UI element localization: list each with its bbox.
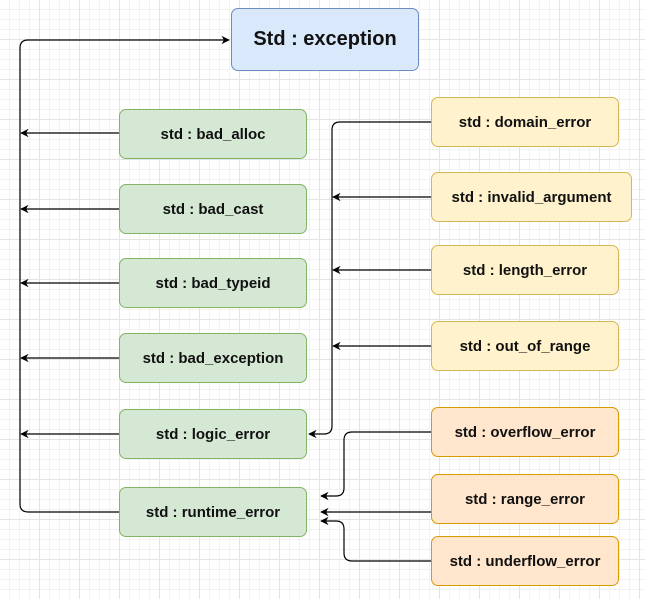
node-bad-typeid[interactable]: std : bad_typeid — [119, 258, 307, 308]
node-domain-error[interactable]: std : domain_error — [431, 97, 619, 147]
node-label: std : range_error — [464, 490, 586, 508]
node-length-error[interactable]: std : length_error — [431, 245, 619, 295]
node-label: Std : exception — [253, 28, 397, 50]
node-label: std : bad_typeid — [155, 274, 271, 292]
node-runtime-error[interactable]: std : runtime_error — [119, 487, 307, 537]
node-bad-cast[interactable]: std : bad_cast — [119, 184, 307, 234]
inherit-underflow-error-arrow — [320, 516, 431, 562]
node-label: std : overflow_error — [454, 423, 596, 441]
node-range-error[interactable]: std : range_error — [431, 474, 619, 524]
node-label: std : length_error — [462, 261, 588, 279]
inherit-domain-error-arrow — [308, 121, 431, 439]
node-underflow-error[interactable]: std : underflow_error — [431, 536, 619, 586]
node-bad-alloc[interactable]: std : bad_alloc — [119, 109, 307, 159]
node-label: std : bad_exception — [142, 349, 284, 367]
node-label: std : underflow_error — [449, 552, 601, 570]
node-bad-exception[interactable]: std : bad_exception — [119, 333, 307, 383]
node-invalid-argument[interactable]: std : invalid_argument — [431, 172, 632, 222]
node-label: std : invalid_argument — [451, 188, 612, 206]
inherit-runtime-to-exception — [19, 35, 230, 513]
inherit-overflow-error-arrow — [320, 431, 431, 501]
node-overflow-error[interactable]: std : overflow_error — [431, 407, 619, 457]
node-label: std : out_of_range — [459, 337, 591, 355]
node-label: std : logic_error — [155, 425, 271, 443]
node-std-exception[interactable]: Std : exception — [231, 8, 419, 71]
node-label: std : bad_cast — [162, 200, 264, 218]
node-out-of-range[interactable]: std : out_of_range — [431, 321, 619, 371]
node-label: std : runtime_error — [145, 503, 281, 521]
node-logic-error[interactable]: std : logic_error — [119, 409, 307, 459]
node-label: std : bad_alloc — [160, 125, 266, 143]
node-label: std : domain_error — [458, 113, 592, 131]
